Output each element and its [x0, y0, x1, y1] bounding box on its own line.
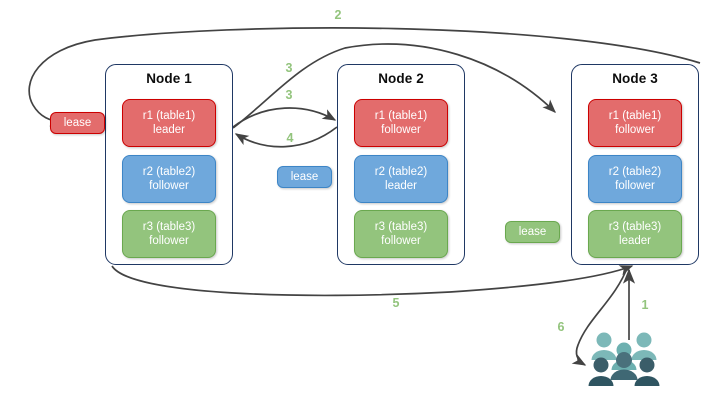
replica-role: leader: [385, 180, 417, 192]
replica-node1-r2[interactable]: r2 (table2) follower: [122, 155, 216, 203]
replica-node1-r3[interactable]: r3 (table3) follower: [122, 210, 216, 258]
replica-role: leader: [619, 235, 651, 247]
replica-node2-r1[interactable]: r1 (table1) follower: [354, 99, 448, 147]
lease-label: lease: [518, 226, 547, 238]
replica-role: follower: [149, 180, 189, 192]
node-title-node-1: Node 1: [146, 71, 192, 86]
replica-name: r3 (table3): [142, 221, 196, 233]
lease-badge-table2[interactable]: lease: [277, 166, 332, 188]
replica-role: follower: [149, 235, 189, 247]
replica-role: follower: [381, 124, 421, 136]
replica-node3-r2[interactable]: r2 (table2) follower: [588, 155, 682, 203]
replica-role: leader: [153, 124, 185, 136]
step-label-4: 4: [286, 131, 294, 145]
edge-step-5: [111, 265, 634, 297]
lease-label: lease: [63, 117, 92, 129]
replica-name: r1 (table1): [142, 110, 196, 122]
replica-role: follower: [615, 124, 655, 136]
node-title-node-2: Node 2: [378, 71, 424, 86]
step-label-2: 2: [334, 8, 342, 22]
step-label-3b: 3: [285, 88, 293, 102]
replica-name: r1 (table1): [608, 110, 662, 122]
replica-node3-r1[interactable]: r1 (table1) follower: [588, 99, 682, 147]
replica-role: follower: [615, 180, 655, 192]
replica-name: r2 (table2): [374, 166, 428, 178]
replica-node1-r1[interactable]: r1 (table1) leader: [122, 99, 216, 147]
replica-name: r1 (table1): [374, 110, 428, 122]
replica-name: r3 (table3): [608, 221, 662, 233]
replica-name: r2 (table2): [142, 166, 196, 178]
step-label-6: 6: [557, 320, 565, 334]
lease-badge-table3[interactable]: lease: [505, 221, 560, 243]
edge-step-3-to-node2: [232, 107, 337, 128]
lease-label: lease: [290, 171, 319, 183]
replica-role: follower: [381, 235, 421, 247]
step-label-3a: 3: [285, 61, 293, 75]
replica-node2-r3[interactable]: r3 (table3) follower: [354, 210, 448, 258]
step-label-5: 5: [392, 296, 400, 310]
node-title-node-3: Node 3: [612, 71, 658, 86]
step-label-1: 1: [641, 298, 649, 312]
lease-badge-table1[interactable]: lease: [50, 112, 105, 134]
replica-name: r2 (table2): [608, 166, 662, 178]
people-group-icon: [588, 332, 660, 386]
replica-node3-r3[interactable]: r3 (table3) leader: [588, 210, 682, 258]
replica-node2-r2[interactable]: r2 (table2) leader: [354, 155, 448, 203]
replica-name: r3 (table3): [374, 221, 428, 233]
